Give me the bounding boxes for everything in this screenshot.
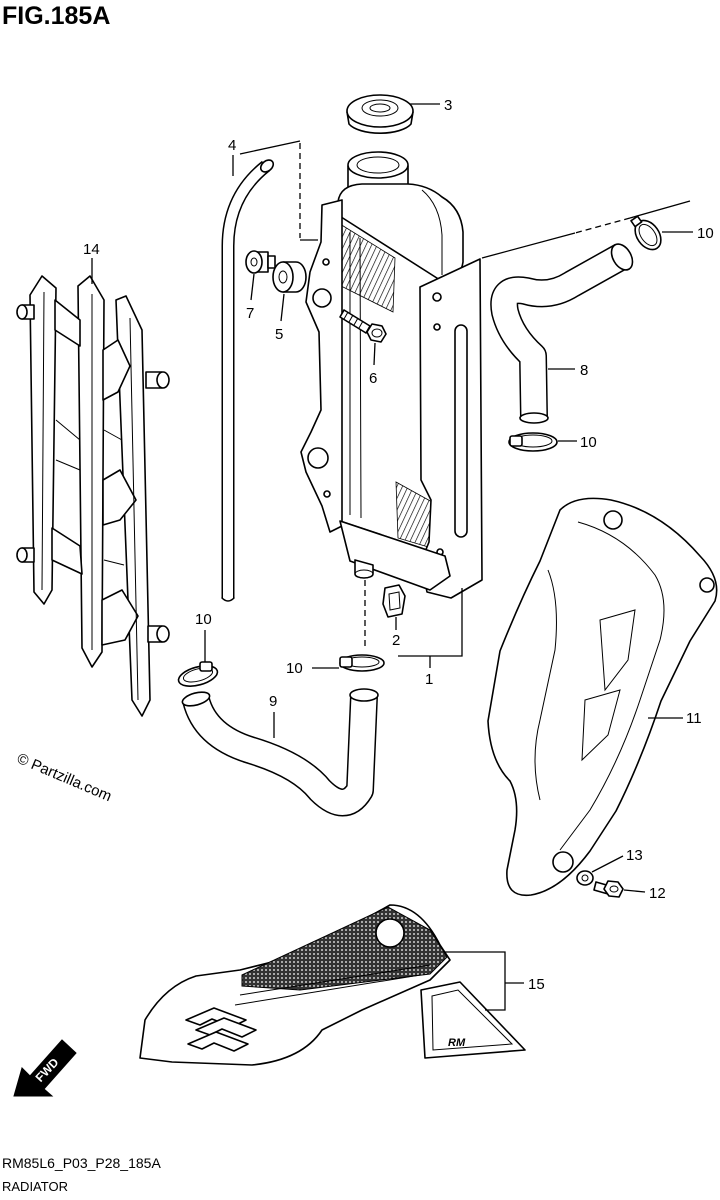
- callout-10-top-right: 10: [697, 225, 714, 242]
- leader-4-frame: [239, 140, 301, 155]
- callout-10-mid-right: 10: [580, 434, 597, 451]
- callout-1: 1: [425, 671, 433, 688]
- callout-3: 3: [444, 97, 452, 114]
- overflow-hose: [221, 159, 275, 602]
- radiator-louver-14: [16, 275, 170, 717]
- radiator-hose-9: [181, 688, 379, 817]
- collar: [245, 250, 276, 274]
- radiator-assembly: [300, 151, 483, 599]
- radiator-cap: [346, 94, 414, 134]
- callout-13: 13: [626, 847, 643, 864]
- bolt-6: [339, 309, 387, 343]
- leader-1-bracket: [398, 588, 463, 657]
- callout-6: 6: [369, 370, 377, 387]
- diagram-name: RADIATOR: [2, 1179, 68, 1194]
- rm-logo: RM: [448, 1037, 466, 1049]
- collar-13: [576, 870, 594, 886]
- shroud-graphic-15: RM: [139, 904, 526, 1066]
- radiator-hose-8: [490, 243, 634, 424]
- callout-15: 15: [528, 976, 545, 993]
- callout-11: 11: [686, 710, 702, 727]
- callouts: 3 4 10 14 7 5 6 8 10 2 1 10 10 9 11 13 1…: [83, 97, 714, 993]
- callout-2: 2: [392, 632, 400, 649]
- callout-9: 9: [269, 693, 277, 710]
- leader-lines: [91, 103, 693, 1011]
- callout-10-mid: 10: [286, 660, 303, 677]
- figure-title: FIG.185A: [2, 2, 110, 30]
- leader-7: [250, 273, 255, 301]
- callout-10-left: 10: [195, 611, 212, 628]
- callout-12: 12: [649, 885, 666, 902]
- callout-14: 14: [83, 241, 100, 258]
- leader-5: [280, 293, 285, 322]
- leader-12: [623, 889, 646, 893]
- bolt-12: [593, 880, 624, 898]
- callout-8: 8: [580, 362, 588, 379]
- leader-10-diag-c: [481, 232, 576, 259]
- clip-2: [382, 584, 406, 618]
- leader-15-bracket: [445, 951, 506, 1011]
- callout-5: 5: [275, 326, 283, 343]
- leader-6: [373, 342, 376, 366]
- diagram-code: RM85L6_P03_P28_185A: [2, 1155, 161, 1171]
- leader-13: [591, 855, 624, 873]
- callout-7: 7: [246, 305, 254, 322]
- leader-10-diag-a: [629, 200, 691, 219]
- hose-clamp-mid: [339, 654, 385, 672]
- callout-4: 4: [228, 137, 236, 154]
- radiator-cover-11: [487, 497, 718, 897]
- hose-clamp-left: [177, 661, 219, 687]
- hose-clamp-mid-right: [508, 432, 558, 452]
- suzuki-s-logo: [185, 1007, 257, 1052]
- hose-clamp-top-right: [630, 215, 662, 251]
- grommet: [272, 261, 307, 293]
